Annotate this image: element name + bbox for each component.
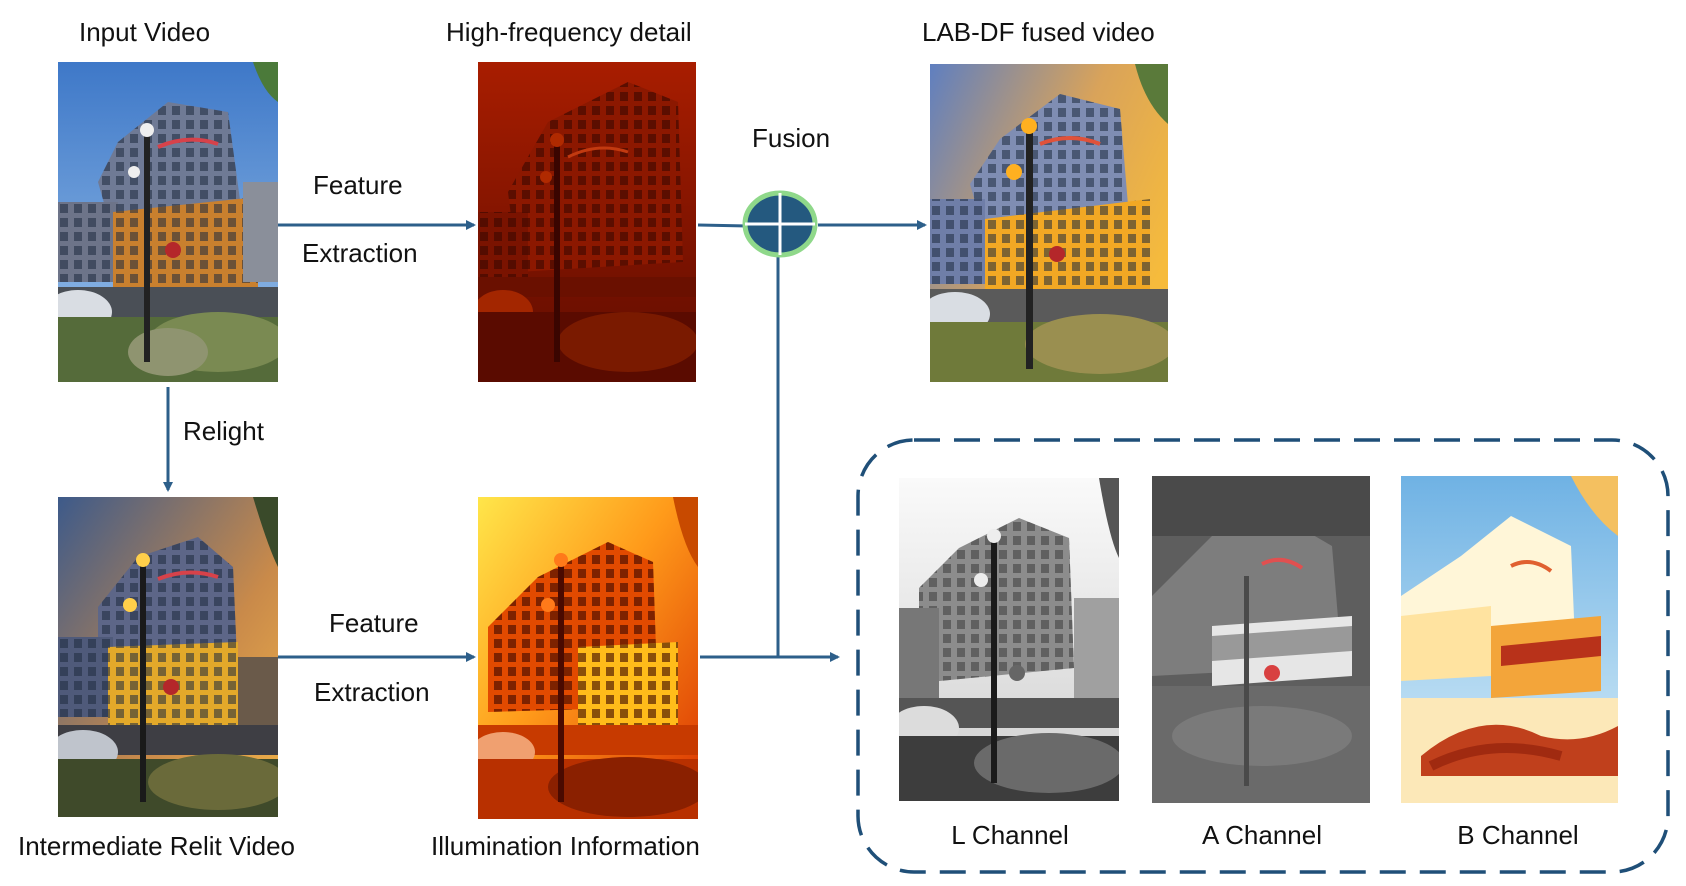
feature-label-top: Feature — [313, 170, 403, 200]
a-channel-label: A Channel — [1202, 820, 1322, 850]
extraction-label-bottom: Extraction — [314, 677, 430, 707]
l-channel-image — [899, 478, 1119, 801]
extraction-label-top: Extraction — [302, 238, 418, 268]
high-frequency-image — [478, 62, 696, 382]
b-channel-label: B Channel — [1457, 820, 1579, 850]
l-channel-label: L Channel — [951, 820, 1069, 850]
fusion-label: Fusion — [752, 123, 831, 153]
illumination-image — [478, 497, 698, 819]
fused-video-image — [930, 64, 1168, 382]
fusion-operator — [742, 190, 818, 258]
input-video-label: Input Video — [79, 17, 211, 47]
b-channel-image — [1401, 476, 1618, 803]
a-channel-image — [1152, 476, 1370, 803]
lab-channels-box — [856, 438, 1670, 874]
fused-video-label: LAB-DF fused video — [922, 17, 1155, 47]
relight-label: Relight — [183, 416, 264, 446]
feature-label-bottom: Feature — [329, 608, 419, 638]
intermediate-relit-label: Intermediate Relit Video — [18, 831, 296, 861]
input-video-image — [58, 62, 278, 382]
arrow-highfreq-to-fusion — [697, 223, 749, 228]
intermediate-relit-image — [58, 497, 278, 817]
illumination-label: Illumination Information — [431, 831, 700, 861]
high-frequency-label: High-frequency detail — [446, 17, 692, 47]
